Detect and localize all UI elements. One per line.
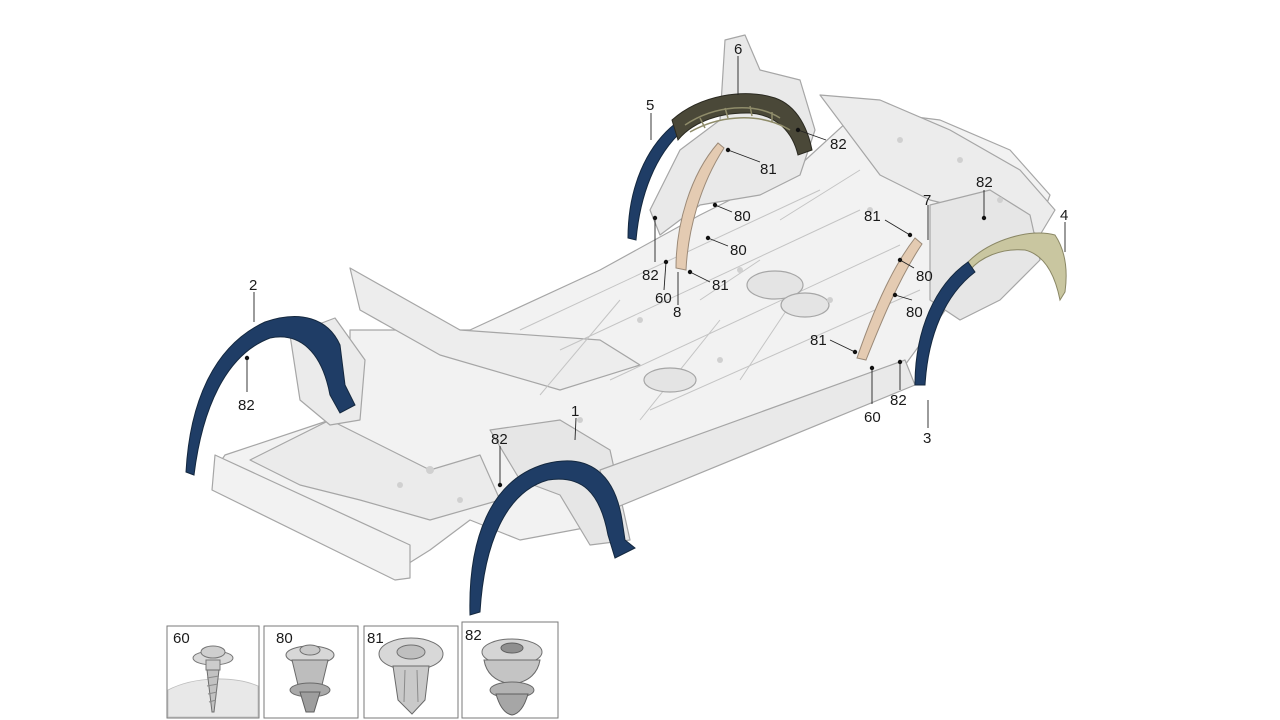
rivet-clip-icon bbox=[481, 638, 543, 716]
callout-6: 6 bbox=[734, 41, 742, 58]
fastener-label-82: 82 bbox=[465, 627, 482, 644]
callout-82-c: 82 bbox=[642, 267, 659, 284]
fastener-legend: 60 80 81 bbox=[166, 621, 559, 719]
callout-80-b: 80 bbox=[730, 242, 747, 259]
floor-bump-3 bbox=[643, 367, 697, 393]
rear-left-inner-liner bbox=[671, 93, 813, 156]
rear-left-inner-liner-texture bbox=[684, 105, 791, 133]
front-crash-beam bbox=[211, 454, 411, 581]
callout-4: 4 bbox=[1060, 207, 1068, 224]
cowl-beam bbox=[349, 267, 641, 391]
fastener-label-60: 60 bbox=[173, 630, 190, 647]
rear-right-wheel-arch-liner bbox=[967, 232, 1067, 302]
fastener-label-81: 81 bbox=[367, 630, 384, 647]
fastener-label-80: 80 bbox=[276, 630, 293, 647]
callout-80-c: 80 bbox=[916, 268, 933, 285]
plug-clip-icon bbox=[378, 637, 444, 715]
callout-82-b: 82 bbox=[491, 431, 508, 448]
leader-dots bbox=[244, 127, 987, 488]
callout-81-c: 81 bbox=[864, 208, 881, 225]
left-pillar-trim bbox=[675, 142, 725, 271]
right-pillar-trim bbox=[856, 237, 923, 361]
callout-81-b: 81 bbox=[712, 277, 729, 294]
callout-8: 8 bbox=[673, 304, 681, 321]
rear-right-outer-liner bbox=[914, 261, 976, 386]
mounting-holes bbox=[397, 137, 1003, 503]
vehicle-underbody bbox=[211, 34, 1056, 581]
callout-82-f: 82 bbox=[890, 392, 907, 409]
leader-lines bbox=[246, 56, 1066, 485]
fastener-panel-81: 81 bbox=[363, 625, 459, 719]
callout-82-d: 82 bbox=[830, 136, 847, 153]
callout-3: 3 bbox=[923, 430, 931, 447]
fastener-panel-60: 60 bbox=[166, 625, 260, 719]
floor-panel-details bbox=[519, 169, 921, 421]
callout-5: 5 bbox=[646, 97, 654, 114]
push-clip-icon bbox=[285, 644, 335, 713]
callout-60-right: 60 bbox=[864, 409, 881, 426]
callout-82-a: 82 bbox=[238, 397, 255, 414]
callout-81-d: 81 bbox=[810, 332, 827, 349]
callout-2: 2 bbox=[249, 277, 257, 294]
callout-80-a: 80 bbox=[734, 208, 751, 225]
callout-80-d: 80 bbox=[906, 304, 923, 321]
fastener-panel-80: 80 bbox=[263, 625, 359, 719]
callout-82-e: 82 bbox=[976, 174, 993, 191]
front-left-wheel-arch-liner bbox=[185, 316, 356, 476]
callout-81-a: 81 bbox=[760, 161, 777, 178]
callout-7: 7 bbox=[923, 192, 931, 209]
floor-bump-2 bbox=[780, 292, 830, 318]
fastener-panel-82: 82 bbox=[461, 621, 559, 719]
callout-1: 1 bbox=[571, 403, 579, 420]
front-right-wheel-arch-liner bbox=[469, 460, 636, 616]
screw-icon bbox=[192, 645, 234, 713]
callout-60-left: 60 bbox=[655, 290, 672, 307]
callout-labels: 1 2 3 4 5 6 7 8 60 60 80 80 80 80 81 81 … bbox=[238, 41, 1068, 448]
rear-left-wheelhouse bbox=[649, 34, 816, 236]
floor-bump-1 bbox=[746, 270, 804, 300]
